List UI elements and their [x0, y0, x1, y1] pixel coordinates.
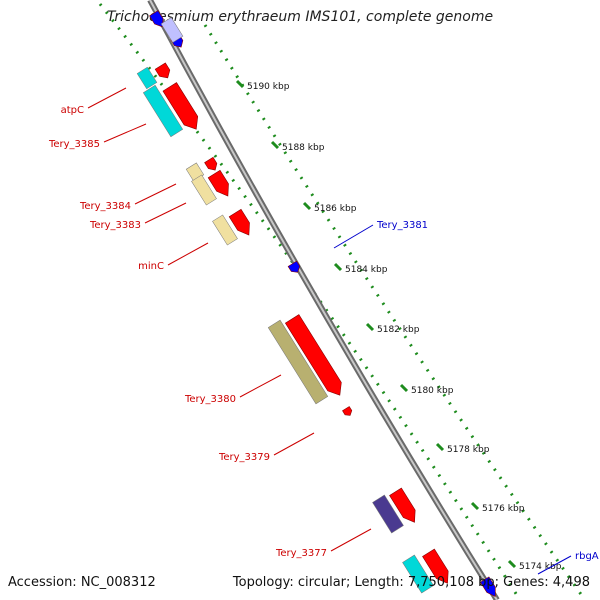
tick-mark — [470, 501, 480, 511]
label-leader-line — [537, 555, 572, 575]
category-bar-minC — [212, 214, 238, 246]
tick-mark — [507, 559, 517, 569]
label-leader-line — [103, 123, 147, 143]
category-bar-shape — [402, 554, 434, 594]
gene-label-rbgA: rbgA — [575, 551, 599, 562]
gene-arrow-shape — [207, 169, 229, 197]
tick-mark — [270, 140, 280, 150]
category-bar-after-Tery_3377 — [402, 554, 434, 594]
gene-label-Tery_3381: Tery_3381 — [376, 220, 428, 231]
label-leader-line — [333, 224, 374, 249]
gene-arrow-shape — [389, 487, 416, 523]
tick-label: 5188 kbp — [282, 143, 325, 153]
genome-backbone — [147, 0, 500, 600]
category-bar-shape — [212, 214, 238, 246]
gene-arrow-shape — [162, 82, 199, 130]
category-bar-Tery_3385 — [142, 84, 184, 138]
tick-mark — [435, 442, 445, 452]
inner-dotted-track — [98, 3, 522, 600]
tick-label: 5182 kbp — [377, 325, 420, 335]
tick-label: 5186 kbp — [314, 204, 357, 214]
gene-arrow-shape — [287, 260, 301, 273]
label-leader-line — [239, 374, 282, 398]
tick-label: 5176 kbp — [482, 504, 525, 514]
gene-Tery_3385 — [162, 82, 199, 130]
category-bar-shape — [136, 66, 158, 90]
label-leader-line — [134, 183, 177, 205]
gene-label-Tery_3385: Tery_3385 — [48, 139, 100, 150]
tick-label: 5180 kbp — [411, 386, 454, 396]
reverse-gene-arrow — [149, 10, 164, 28]
gene-after-Tery_3377 — [422, 548, 449, 584]
gene-rbgA — [480, 576, 496, 597]
backbone-line — [147, 0, 500, 600]
gene-arrow-shape — [284, 314, 342, 396]
label-leader-line — [167, 242, 209, 266]
category-bar-shape — [372, 494, 404, 534]
tick-label: 5174 kbp — [519, 562, 562, 572]
gene-Tery_3379 — [342, 406, 353, 416]
category-bar — [160, 17, 184, 43]
label-leader-line — [273, 432, 315, 456]
category-bar-shape — [142, 84, 184, 138]
tick-label: 5178 kbp — [447, 445, 490, 455]
tick-mark — [235, 79, 245, 89]
label-leader-line — [330, 528, 372, 552]
gene-arrow-shape — [422, 548, 449, 584]
category-bar-atpC — [136, 66, 158, 90]
gene-label-Tery_3379: Tery_3379 — [218, 452, 270, 463]
tick-mark — [399, 383, 409, 393]
gene-label-atpC: atpC — [61, 105, 84, 116]
gene-arrow-shape — [480, 576, 496, 597]
category-bar-shape — [191, 174, 217, 206]
gene-label-Tery_3383: Tery_3383 — [89, 220, 141, 231]
gene-Tery_3380 — [284, 314, 342, 396]
gene-minC — [228, 208, 250, 236]
gene-arrow-shape — [149, 10, 164, 28]
tick-label: 5184 kbp — [345, 265, 388, 275]
gene-Tery_3377 — [389, 487, 416, 523]
gene-features — [136, 10, 496, 597]
gene-label-Tery_3384: Tery_3384 — [79, 201, 131, 212]
label-leader-line — [87, 87, 127, 109]
gene-arrow-shape — [342, 406, 353, 416]
gene-label-minC: minC — [138, 261, 164, 272]
tick-mark — [333, 262, 343, 272]
gene-arrow-shape — [228, 208, 250, 236]
topology-summary: Topology: circular; Length: 7,750,108 bp… — [232, 575, 590, 590]
gene-Tery_3384-small — [204, 156, 218, 171]
category-bar-shape — [160, 17, 184, 43]
tick-mark — [302, 201, 312, 211]
category-bar-Tery_3377 — [372, 494, 404, 534]
category-bar-Tery_3380 — [267, 319, 329, 405]
kbp-ticks: 5190 kbp 5188 kbp 5186 kbp 5184 kbp 5182 kbp… — [235, 79, 562, 572]
map-title: Trichodesmium erythraeum IMS101, complet… — [106, 9, 494, 25]
tick-label: 5190 kbp — [247, 82, 290, 92]
tick-mark — [365, 322, 375, 332]
gene-label-Tery_3377: Tery_3377 — [275, 548, 327, 559]
gene-arrow-shape — [204, 156, 218, 171]
label-leader-line — [144, 202, 187, 224]
category-bar-Tery_3383 — [191, 174, 217, 206]
category-bar-shape — [267, 319, 329, 405]
accession-label: Accession: NC_008312 — [8, 575, 156, 590]
gene-label-Tery_3380: Tery_3380 — [184, 394, 236, 405]
gene-Tery_3384 — [207, 169, 229, 197]
gene-atpC — [154, 62, 171, 79]
backbone-highlight — [149, 0, 498, 600]
gene-arrow-shape — [154, 62, 171, 79]
gene-Tery_3381 — [287, 260, 301, 273]
